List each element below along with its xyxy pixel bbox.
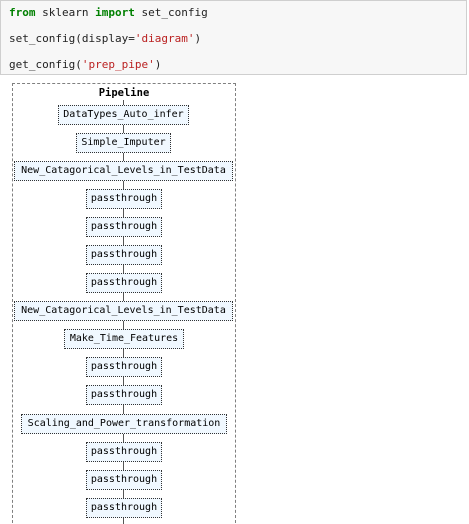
pipeline-step-new-catagorical-levels[interactable]: New_Catagorical_Levels_in_TestData [14,301,233,321]
pipeline-step-scaling-and-power-transformation[interactable]: Scaling_and_Power_transformation [21,414,227,434]
pipeline-step-simple-imputer[interactable]: Simple_Imputer [76,133,171,153]
pipeline-step-new-catagorical-levels[interactable]: New_Catagorical_Levels_in_TestData [14,161,233,181]
pipeline-step-passthrough[interactable]: passthrough [86,189,162,209]
string-literal: 'prep_pipe' [81,58,155,71]
import-name: set_config [134,6,208,19]
module-name: sklearn [35,6,96,19]
call-suffix: ) [154,58,162,71]
code-line-2: set_config(display='diagram') [9,32,201,46]
pipeline-diagram [12,83,236,524]
call-suffix: ) [194,32,202,45]
pipeline-title: Pipeline [98,87,150,99]
call-prefix: get_config( [9,58,82,71]
string-literal: 'diagram' [134,32,195,45]
pipeline-step-passthrough[interactable]: passthrough [86,442,162,462]
keyword-from: from [9,6,36,19]
pipeline-step-passthrough[interactable]: passthrough [86,385,162,405]
pipeline-step-passthrough[interactable]: passthrough [86,245,162,265]
pipeline-step-passthrough[interactable]: passthrough [86,357,162,377]
code-line-1: from sklearn import set_config [9,6,208,20]
pipeline-step-passthrough[interactable]: passthrough [86,217,162,237]
keyword-import: import [95,6,135,19]
pipeline-step-passthrough[interactable]: passthrough [86,273,162,293]
code-line-3: get_config('prep_pipe') [9,58,161,72]
pipeline-step-passthrough[interactable]: passthrough [86,498,162,518]
call-prefix: set_config(display= [9,32,135,45]
pipeline-step-datatypes-auto-infer[interactable]: DataTypes_Auto_infer [58,105,189,125]
pipeline-step-passthrough[interactable]: passthrough [86,470,162,490]
pipeline-step-make-time-features[interactable]: Make_Time_Features [64,329,184,349]
code-cell[interactable]: from sklearn import set_config set_confi… [0,0,467,75]
